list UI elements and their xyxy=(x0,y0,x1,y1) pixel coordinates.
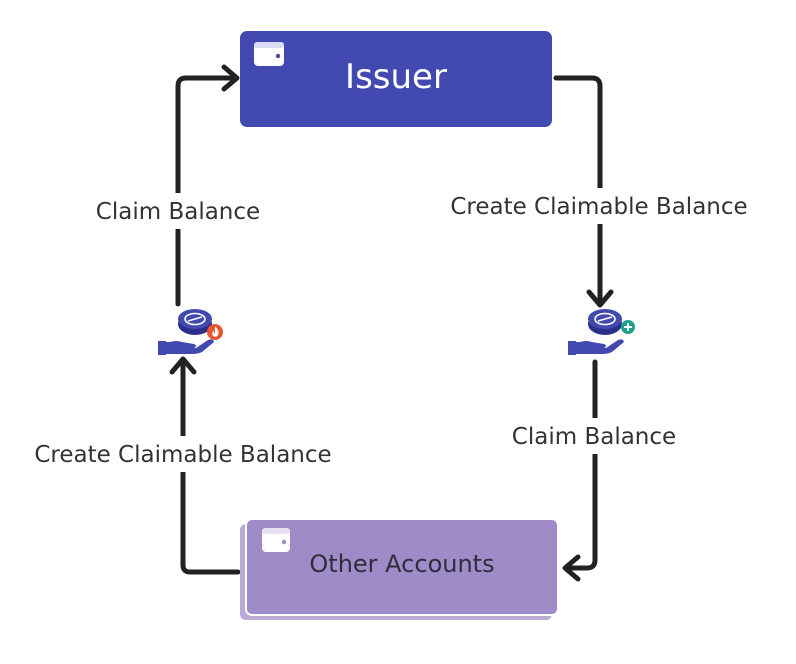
issuer-node: Issuer xyxy=(240,31,552,127)
edge-label-claim-left: Claim Balance xyxy=(96,199,260,225)
other-accounts-node: Other Accounts xyxy=(240,518,559,620)
arrowhead-right-issuer xyxy=(221,64,240,92)
arrowhead-left-accounts xyxy=(562,554,581,582)
hand-coin-plus-icon xyxy=(568,309,635,355)
wallet-icon xyxy=(262,528,290,552)
edge-label-create-claimable-left: Create Claimable Balance xyxy=(34,442,331,468)
wallet-icon xyxy=(254,42,284,66)
edge-label-create-claimable-right: Create Claimable Balance xyxy=(450,194,747,220)
edge-accounts-to-left-balance xyxy=(180,357,241,575)
edge-label-claim-right: Claim Balance xyxy=(512,424,676,450)
hand-coin-fire-icon xyxy=(158,309,223,355)
other-accounts-label: Other Accounts xyxy=(309,550,494,578)
edge-issuer-to-right-balance xyxy=(553,75,603,307)
edge-right-balance-to-accounts xyxy=(563,359,598,571)
edge-left-balance-to-issuer xyxy=(175,75,239,307)
arrowhead-up-left xyxy=(169,356,197,375)
issuer-label: Issuer xyxy=(345,57,447,97)
arrowhead-down-right xyxy=(586,289,614,308)
